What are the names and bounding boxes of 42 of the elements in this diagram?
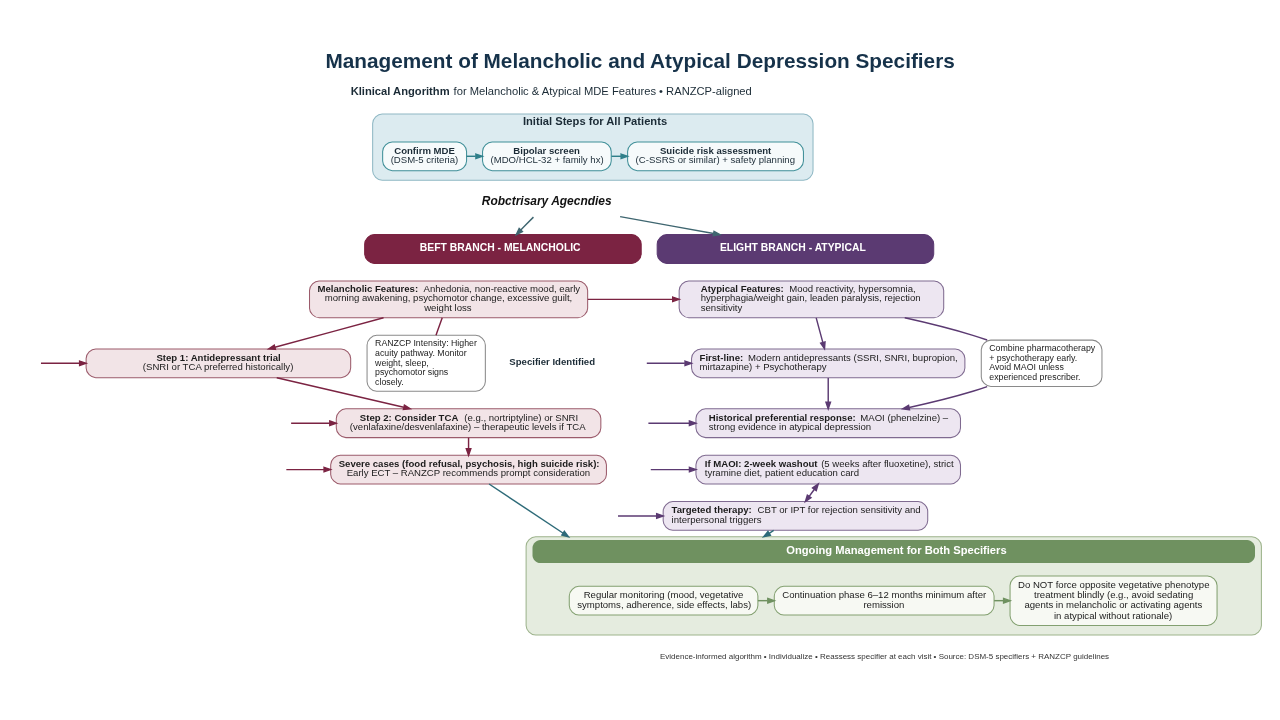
node-box: RANZCP Intensity: Higher acuity pathway. Monitor weight, sleep, psychomotor signs closely. [366, 334, 486, 392]
node-box: If MAOI: 2-week washout (5 weeks after fluoxetine), strict tyramine diet, patient education card [695, 454, 961, 484]
arrow [587, 295, 682, 303]
arrow [646, 359, 694, 367]
node-box: Suicide risk assessment (C-SSRS or similar) + safety planning [627, 140, 804, 171]
arrow [619, 215, 723, 237]
label: Evidence-informed algorithm • Individualize • Reassess specifier at each visit • Source: DSM-5 specifiers + RANZCP guidelines [659, 651, 1110, 661]
label: Specifier Identified [509, 355, 596, 367]
arrow [647, 419, 698, 426]
node-box: BEFT BRANCH - MELANCHOLIC [364, 233, 642, 264]
node-box: Regular monitoring (mood, vegetative symptoms, adherence, side effects, labs) [568, 585, 759, 616]
connector [435, 316, 443, 336]
arrow [815, 316, 826, 351]
node-box: Melancholic Features: Anhedonia, non-reactive mood, early morning awakening, psychomotor change, excessive guilt, weight loss [309, 279, 589, 318]
node-box: Step 1: Antidepressant trial (SNRI or TCA preferred historically) [85, 347, 352, 378]
label: Klinical Angorithm for Melancholic & Atypical MDE Features • RANZCP-aligned [350, 84, 752, 97]
node-box: First-line: Modern antidepressants (SSRI, SNRI, bupropion, mirtazapine) + Psychotherapy [691, 347, 966, 378]
arrow [650, 465, 699, 473]
arrow [900, 385, 988, 410]
node-box: Atypical Features: Mood reactivity, hypersomnia, hyperphagia/weight gain, leaden paralysis, rejection sensitivity [678, 279, 945, 318]
node-text: Robctrisary Agecndies [481, 193, 612, 208]
node-box: Targeted therapy: CBT or IPT for rejection sensitivity and interpersonal triggers [662, 500, 929, 531]
diagram-title: Management of Melancholic and Atypical Depression Specifiers [325, 48, 955, 72]
arrow [617, 512, 666, 519]
node-box: Severe cases (food refusal, psychosis, high suicide risk): Early ECT – RANZCP recommends prompt consideration [330, 454, 607, 484]
arrow [514, 215, 535, 236]
arrow [804, 481, 820, 503]
node-box: Do NOT force opposite vegetative phenotype treatment blindly (e.g., avoid sedating agents in melancholic or activating agents in atypical without rationale) [1009, 574, 1218, 626]
node-box: ELIGHT BRANCH - ATYPICAL [656, 233, 935, 264]
node-box: Historical preferential response: MAOI (phenelzine) – strong evidence in atypical depression [695, 407, 961, 438]
arrow [824, 376, 832, 411]
node-box: Continuation phase 6–12 months minimum after remission [773, 585, 995, 616]
connector [904, 316, 988, 341]
arrow [285, 465, 333, 473]
node-box: Combine pharmacotherapy + psychotherapy early. Avoid MAOI unless experienced prescriber. [980, 339, 1103, 387]
arrow [488, 482, 571, 538]
node-box: Step 2: Consider TCA (e.g., nortriptyline) or SNRI (venlafaxine/desvenlafaxine) – therapeutic levels if TCA [335, 407, 602, 438]
arrow [40, 359, 89, 367]
arrow [276, 376, 413, 410]
node-box: Confirm MDE (DSM-5 criteria) [382, 140, 468, 171]
node-box: Bipolar screen (MDO/HCL-32 + family hx) [482, 140, 612, 171]
arrow [290, 419, 339, 426]
